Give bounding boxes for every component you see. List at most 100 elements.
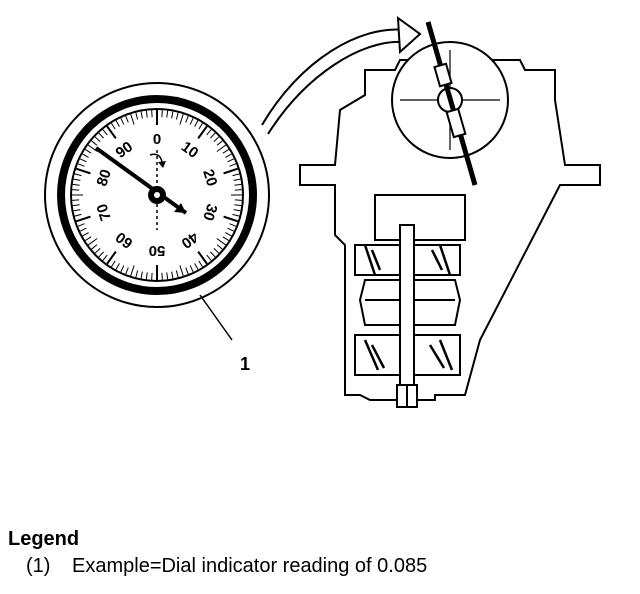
dial-tick — [145, 272, 148, 280]
dial-tick — [125, 115, 129, 123]
dial-tick — [222, 236, 230, 241]
dial-tick — [189, 265, 194, 273]
dial-label: 20 — [199, 167, 220, 188]
dial-tick — [120, 265, 125, 273]
dial-tick — [73, 209, 81, 212]
dial-tick — [84, 236, 92, 241]
dial-tick — [84, 149, 92, 154]
dial-tick — [82, 153, 89, 158]
dial-tick — [210, 251, 216, 258]
dial-tick — [198, 122, 203, 130]
dial-tick — [223, 215, 239, 223]
dial-tick — [232, 173, 240, 177]
dial-tick — [234, 204, 242, 207]
dial-tick — [185, 267, 189, 275]
dial-tick — [140, 271, 143, 279]
dial-tick — [74, 213, 82, 217]
dial-tick — [115, 120, 120, 127]
dial-tick — [77, 163, 85, 167]
dial-tick — [102, 129, 108, 136]
dial-tick — [79, 227, 87, 232]
carrier-housing — [299, 21, 601, 408]
dial-tick — [194, 263, 199, 270]
dial-tick — [72, 204, 80, 207]
dial-tick — [87, 144, 98, 152]
legend-title: Legend — [8, 528, 80, 550]
dial-label: 70 — [94, 202, 115, 223]
dial-label: 60 — [113, 228, 136, 252]
dial-tick — [75, 215, 91, 223]
dial-tick — [115, 263, 120, 270]
dial-tick — [82, 232, 89, 237]
dial-tick — [223, 167, 239, 175]
dial-tick — [216, 144, 227, 152]
dial-tick — [189, 117, 194, 125]
dial-tick — [135, 270, 139, 278]
dial-tick — [130, 114, 135, 125]
dial-label: 30 — [199, 202, 220, 223]
dial-tick — [140, 111, 143, 119]
dial-tick — [106, 251, 117, 265]
dial-tick — [74, 173, 82, 177]
dial-tick — [130, 265, 135, 276]
dial-tick — [98, 132, 104, 139]
dial-tick — [179, 265, 184, 276]
dial-tick — [194, 120, 199, 127]
dial-tick — [227, 227, 235, 232]
dial-tick — [102, 254, 108, 261]
dial-tick — [94, 248, 101, 254]
dial-tick — [233, 209, 241, 212]
dial-tick — [171, 271, 174, 279]
dial-tick — [222, 149, 230, 154]
dial-tick — [98, 251, 104, 258]
dial-tick — [197, 251, 208, 265]
dial-needle — [94, 146, 188, 215]
dial-tick — [111, 122, 116, 130]
dial-tick-marks — [72, 110, 242, 280]
dial-label: 90 — [113, 138, 136, 162]
dial-tick — [87, 238, 98, 246]
dial-tick — [229, 223, 237, 227]
legend-item-number: (1) — [26, 555, 51, 577]
dial-tick — [166, 110, 169, 118]
callout-label: 1 — [240, 354, 250, 374]
dial-tick — [229, 163, 237, 167]
dial-tick — [120, 117, 125, 125]
dial-tick — [179, 114, 184, 125]
dial-tick — [185, 115, 189, 123]
dial-tick — [171, 111, 174, 119]
dial-tick — [111, 260, 116, 268]
dial-label: 50 — [149, 242, 166, 259]
dial-tick — [234, 183, 242, 186]
dial-tick — [175, 270, 179, 278]
dial-tick — [206, 254, 212, 261]
dial-tick — [175, 112, 179, 120]
dial-tick — [232, 213, 240, 217]
transfer-arrow — [261, 15, 422, 135]
dial-label: 0 — [153, 131, 161, 148]
dial-tick — [227, 158, 235, 163]
dial-tick — [213, 248, 220, 254]
dial-label: 10 — [178, 138, 201, 162]
dial-tick — [213, 136, 220, 142]
legend-item: (1) Example=Dial indicator reading of 0.0… — [8, 555, 427, 578]
legend-item-text: Example=Dial indicator reading of 0.085 — [72, 555, 428, 577]
dial-tick — [210, 132, 216, 139]
dial-tick — [79, 158, 87, 163]
dial-tick — [216, 238, 227, 246]
dial-tick — [145, 110, 148, 118]
dial-tick — [75, 167, 91, 175]
dial-tick — [197, 125, 208, 139]
dial-tick — [91, 244, 98, 250]
dial-tick — [225, 153, 232, 158]
dial-tick — [91, 140, 98, 146]
dial-tick — [125, 267, 129, 275]
callout-leader — [199, 294, 233, 341]
legend: Legend (1) Example=Dial indicator reading… — [8, 528, 427, 578]
dial-tick — [233, 178, 241, 181]
dial-tick — [106, 125, 117, 139]
dial-tick — [72, 183, 80, 186]
